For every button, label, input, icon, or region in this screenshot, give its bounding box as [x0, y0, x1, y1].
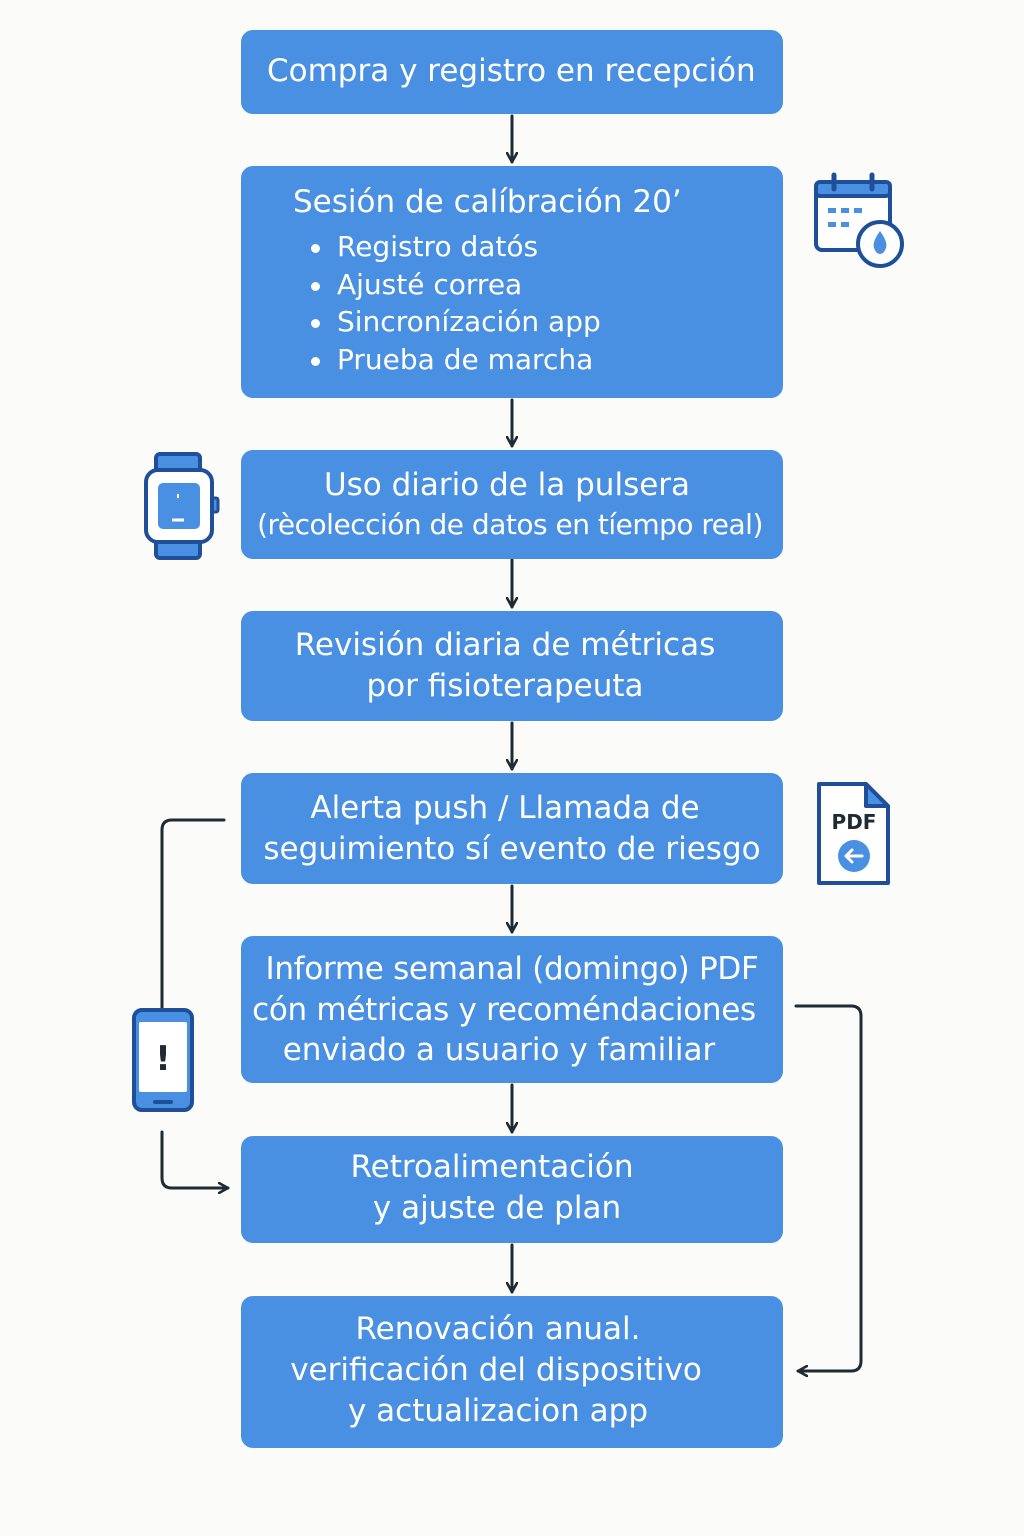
step-weekly-report-line2: cón métricas y recoméndaciones — [252, 992, 756, 1028]
step-daily-review-line2: por fisioterapeuta — [366, 668, 644, 704]
connector-report-to-renewal — [794, 1004, 863, 1371]
step-renewal: Renovación anual. verificación del dispo… — [241, 1296, 783, 1448]
step-renewal-line1: Renovación anual. — [355, 1311, 641, 1347]
smartwatch-icon — [144, 452, 220, 560]
calibration-checklist: Registro datós Ajusté correa Sincronízac… — [311, 228, 601, 378]
step-weekly-report-line3: enviado a usuario y familiar — [282, 1032, 716, 1068]
phone-alert-icon: ! — [132, 1008, 194, 1112]
pdf-label: PDF — [832, 810, 877, 834]
step-alert: Alerta push / Llamada de seguimiento sí … — [241, 773, 783, 884]
step-renewal-line2: verificación del dispositivo — [290, 1352, 702, 1388]
pdf-document-icon: PDF — [817, 782, 890, 885]
step-purchase-label: Compra y registro en recepción — [267, 53, 756, 89]
step-alert-line2: seguimiento sí evento de riesgo — [263, 831, 761, 867]
step-daily-review: Revisión diaria de métricas por fisioter… — [241, 611, 783, 721]
step-daily-use-line2: (rècolección de datos en tíempo real) — [257, 508, 763, 541]
step-daily-use-line1: Uso diario de la pulsera — [323, 467, 691, 503]
step-weekly-report-line1: Informe semanal (domingo) PDF — [265, 951, 759, 987]
step-purchase: Compra y registro en recepción — [241, 30, 783, 114]
calendar-drop-icon — [814, 172, 904, 268]
step-calibration: Sesión de calíbración 20’ Registro datós… — [241, 166, 783, 398]
checklist-item: Registro datós — [311, 228, 601, 266]
step-calibration-title: Sesión de calíbración 20’ — [293, 184, 682, 220]
step-weekly-report: Informe semanal (domingo) PDF cón métric… — [241, 936, 783, 1083]
step-feedback: Retroalimentación y ajuste de plan — [241, 1136, 783, 1243]
checklist-item: Ajusté correa — [311, 266, 601, 304]
step-alert-line1: Alerta push / Llamada de — [310, 790, 700, 826]
step-renewal-line3: y actualizacion app — [347, 1393, 648, 1429]
connector-phone-to-feedback — [160, 1130, 230, 1188]
connector-alert-to-phone — [162, 818, 226, 1024]
phone-alert-label: ! — [155, 1039, 171, 1079]
step-daily-use: Uso diario de la pulsera (rècolección de… — [241, 450, 783, 559]
checklist-item: Prueba de marcha — [311, 341, 601, 379]
step-daily-review-line1: Revisión diaria de métricas — [294, 627, 716, 663]
step-feedback-line1: Retroalimentación — [350, 1149, 634, 1185]
checklist-item: Sincronízación app — [311, 303, 601, 341]
step-feedback-line2: y ajuste de plan — [372, 1190, 622, 1226]
